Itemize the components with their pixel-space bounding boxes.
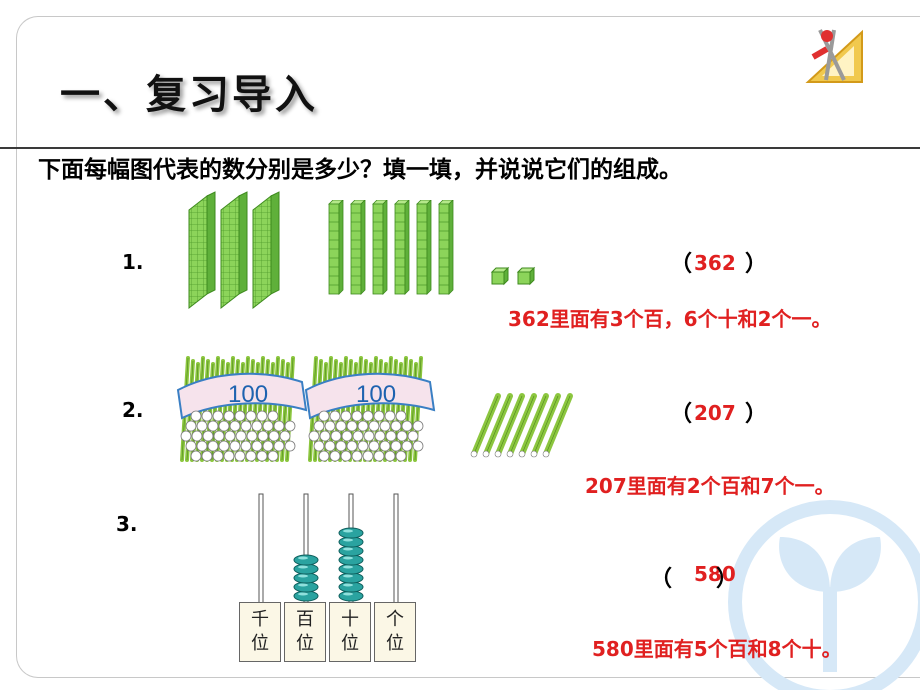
- single-stick: [542, 393, 573, 458]
- single-stick: [530, 393, 561, 458]
- title-divider: [0, 147, 920, 149]
- single-stick: [506, 393, 537, 458]
- hundred-flats: [188, 191, 280, 310]
- place-value-ones: 个位: [374, 602, 416, 662]
- place-value-thousands: 千位: [239, 602, 281, 662]
- unit-cubes: [490, 266, 536, 286]
- bundle-label: 100: [228, 381, 268, 408]
- single-sticks: [470, 393, 573, 458]
- item-1-paren-close: ）: [745, 252, 768, 277]
- slide-frame: [16, 16, 920, 678]
- item-2-number: 2.: [122, 398, 144, 422]
- ten-rod: [350, 200, 366, 295]
- ten-rod: [394, 200, 410, 295]
- item-3-paren-open: （: [650, 567, 673, 592]
- place-value-hundreds: 百位: [284, 602, 326, 662]
- ten-rod: [372, 200, 388, 295]
- item-2-answer: 207: [694, 401, 736, 425]
- item-1-number: 1.: [122, 250, 144, 274]
- ten-rod: [328, 200, 344, 295]
- single-stick: [518, 393, 549, 458]
- hundred-stick-bundles: 100 100: [176, 356, 436, 462]
- place-value-tens: 十位: [329, 602, 371, 662]
- item-2-paren-open: （: [670, 402, 693, 427]
- single-stick: [470, 393, 501, 458]
- item-3-paren-close: ）: [716, 567, 739, 592]
- item-1-explanation: 362里面有3个百，6个十和2个一。: [508, 307, 832, 331]
- abacus: [258, 493, 399, 605]
- page-title: 一、复习导入: [60, 72, 318, 118]
- sprout-logo-icon: [728, 500, 920, 690]
- single-stick: [494, 393, 525, 458]
- abacus-rod-ones: [393, 493, 399, 605]
- item-2-explanation: 207里面有2个百和7个一。: [585, 474, 835, 498]
- item-1-answer: 362: [694, 251, 736, 275]
- geometry-tools-icon: [805, 29, 863, 83]
- abacus-bead: [293, 554, 319, 566]
- abacus-rod-thousands: [258, 493, 264, 605]
- abacus-bead: [338, 527, 364, 539]
- question-text: 下面每幅图代表的数分别是多少？填一填，并说说它们的组成。: [38, 157, 682, 183]
- single-stick: [482, 393, 513, 458]
- item-2-paren-close: ）: [745, 402, 768, 427]
- ten-rod: [416, 200, 432, 295]
- item-1-paren-open: （: [670, 252, 693, 277]
- bundle-label: 100: [356, 381, 396, 408]
- item-3-explanation: 580里面有5个百和8个十。: [592, 637, 842, 661]
- item-3-number: 3.: [116, 512, 138, 536]
- ten-rod: [438, 200, 454, 295]
- ten-rods: [328, 200, 454, 295]
- item-3-answer: 580: [694, 562, 736, 586]
